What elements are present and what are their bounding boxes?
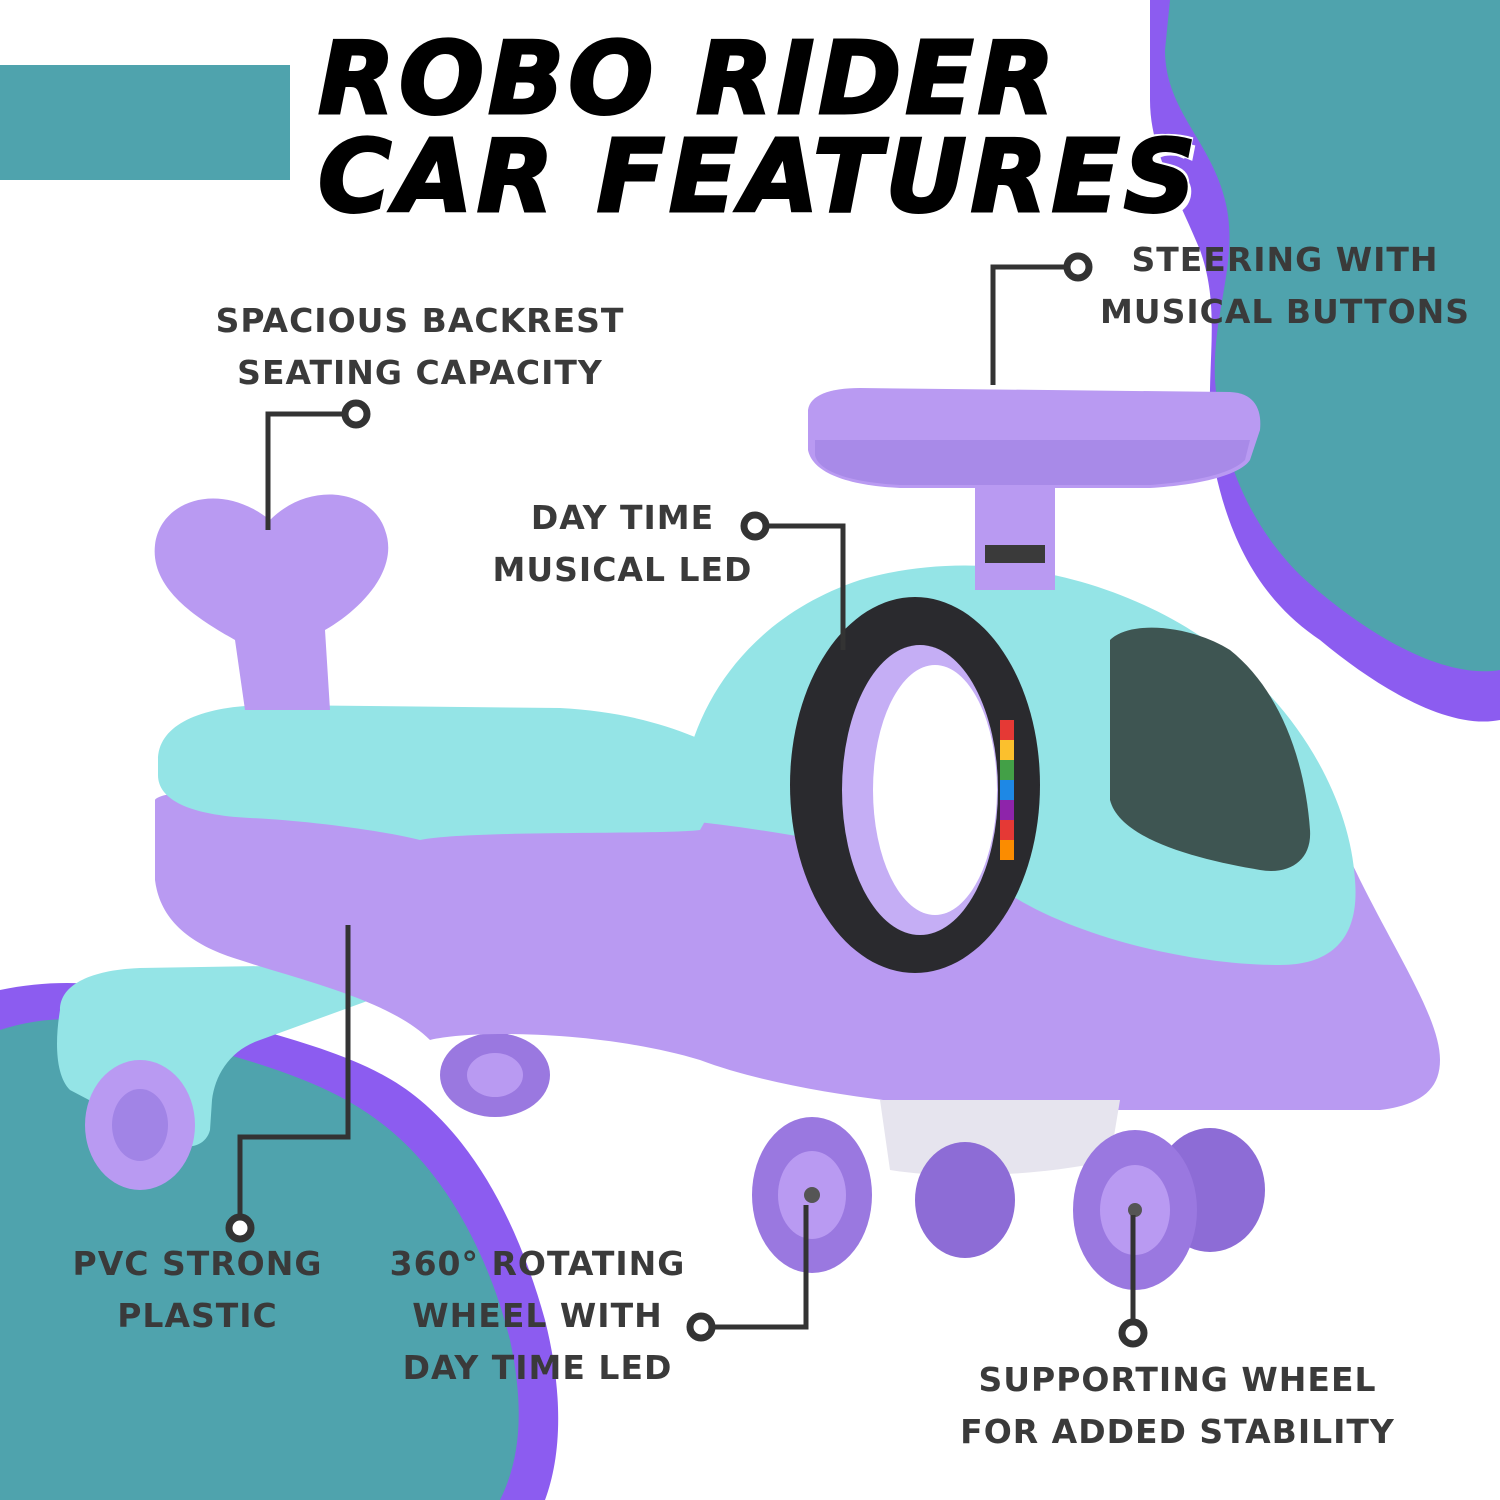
feature-line: FOR ADDED STABILITY	[960, 1412, 1395, 1451]
page-title: ROBO RIDER CAR FEATURES	[317, 20, 1298, 235]
connector-steering	[990, 264, 1078, 385]
feature-line: PLASTIC	[117, 1296, 278, 1335]
feature-line: DAY TIME	[530, 498, 715, 537]
heart-backrest	[154, 494, 389, 710]
connector-backrest	[265, 411, 356, 530]
feature-label-steering: STEERING WITH MUSICAL BUTTONS	[1080, 234, 1490, 338]
led-strip	[1000, 720, 1014, 860]
feature-line: SUPPORTING WHEEL	[978, 1360, 1377, 1399]
title-line-2: CAR FEATURES	[317, 118, 1200, 235]
steering-column	[975, 470, 1055, 590]
feature-label-backrest: SPACIOUS BACKREST SEATING CAPACITY	[190, 295, 650, 399]
feature-label-plastic: PVC STRONG PLASTIC	[55, 1238, 340, 1342]
teal-blob-top-right	[1165, 0, 1500, 672]
feature-label-led: DAY TIME MUSICAL LED	[470, 492, 775, 596]
feature-label-supporting-wheel: SUPPORTING WHEEL FOR ADDED STABILITY	[940, 1354, 1415, 1458]
feature-line: SPACIOUS BACKREST	[215, 301, 625, 340]
title-line-1: ROBO RIDER	[317, 20, 1059, 137]
front-wheel-rear-left	[915, 1142, 1015, 1258]
connector-plastic	[237, 925, 351, 1217]
feature-line: MUSICAL BUTTONS	[1099, 292, 1471, 331]
feature-line: SEATING CAPACITY	[237, 353, 603, 392]
connector-rotating-wheel	[712, 1205, 809, 1330]
feature-line: STEERING WITH	[1131, 240, 1439, 279]
car-illustration	[57, 388, 1440, 1290]
feature-line: WHEEL WITH	[412, 1296, 663, 1335]
feature-label-rotating-wheel: 360° ROTATING WHEEL WITH DAY TIME LED	[375, 1238, 700, 1394]
connectors	[225, 252, 1148, 1348]
feature-line: PVC STRONG	[72, 1244, 323, 1283]
car-seat	[158, 705, 740, 840]
feature-line: DAY TIME LED	[402, 1348, 673, 1387]
teal-bar-shape	[0, 65, 290, 180]
feature-line: 360° ROTATING	[389, 1244, 686, 1283]
feature-line: MUSICAL LED	[492, 550, 753, 589]
connector-led	[755, 523, 846, 650]
window-panel	[1110, 627, 1311, 871]
